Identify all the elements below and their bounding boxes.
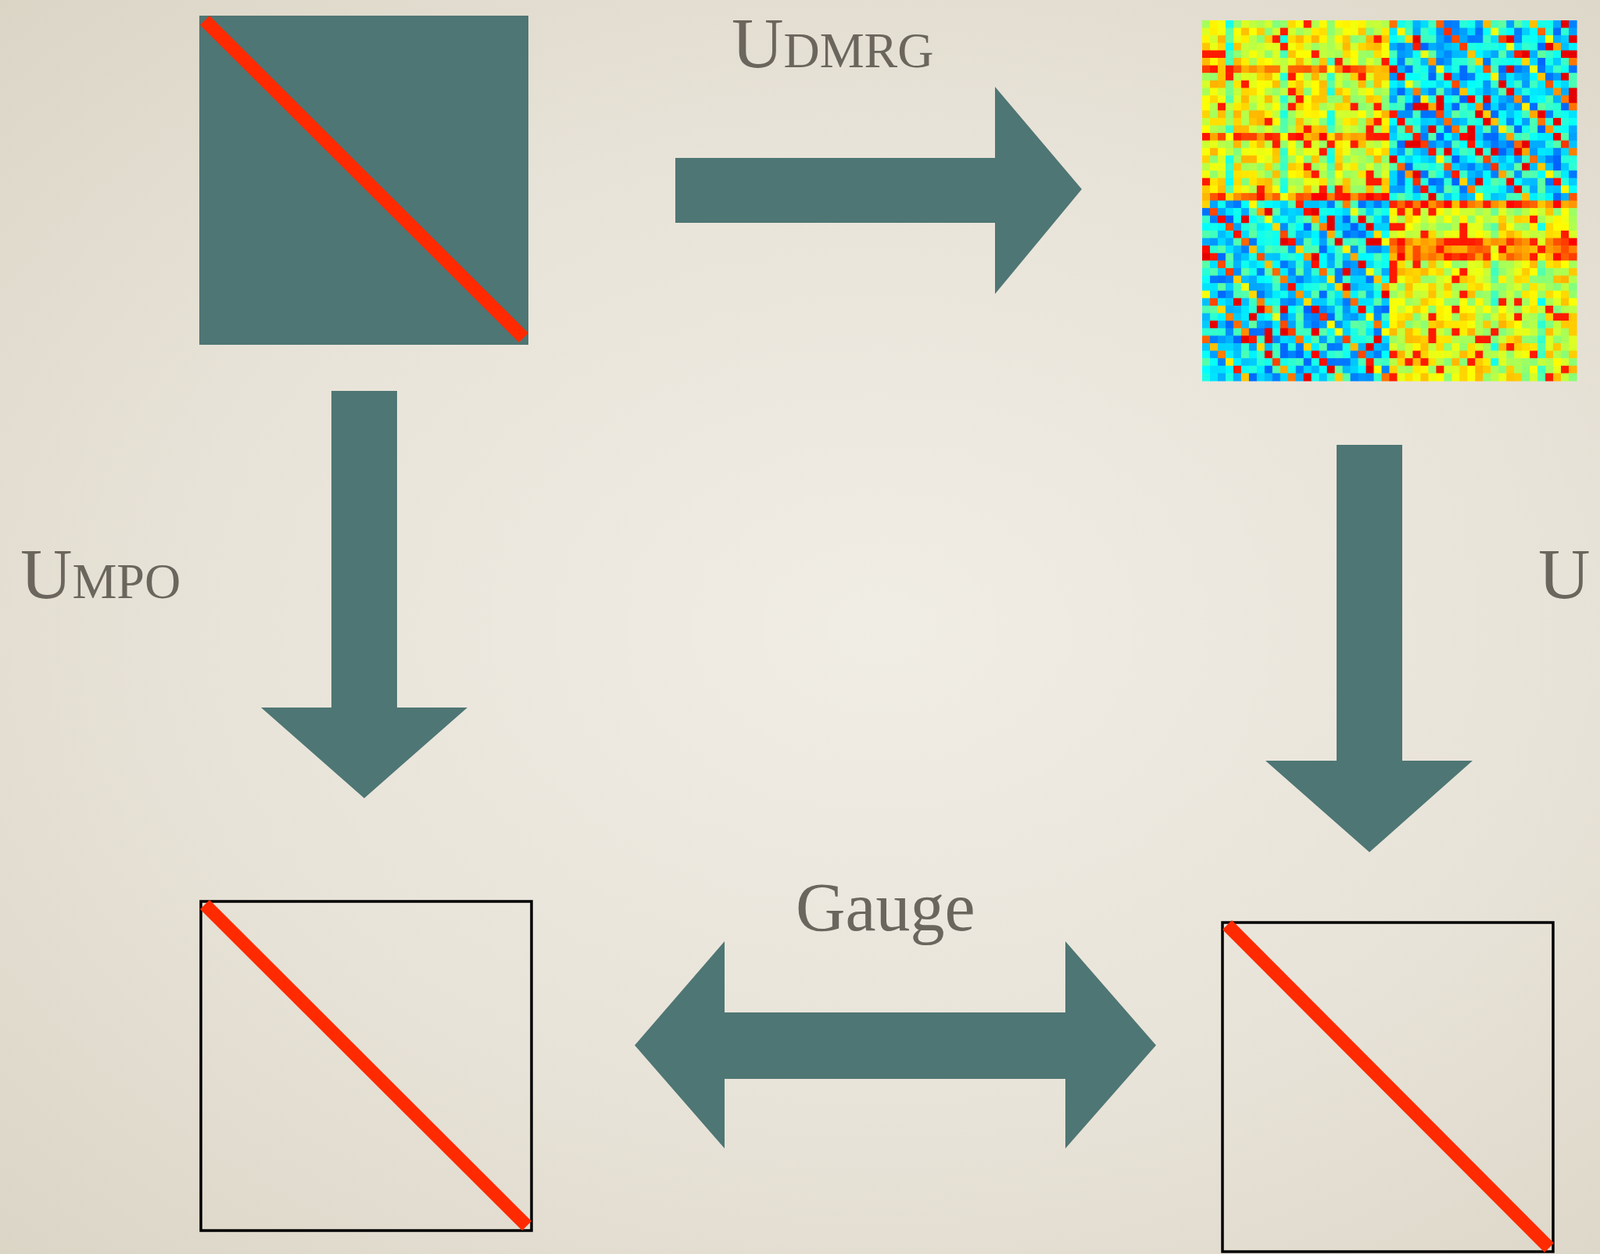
symbol-label: U (1538, 533, 1590, 614)
arrow-label: UMPO (20, 537, 181, 610)
symbol-label: U (20, 533, 72, 614)
diagonal (1227, 924, 1550, 1248)
symbol-label: U (731, 3, 784, 83)
double-arrow (634, 941, 1157, 1149)
arrow (261, 390, 468, 799)
subscript-label: DMRG (783, 22, 934, 79)
arrow (1265, 444, 1473, 852)
diagonal (204, 20, 524, 338)
diagonal-matrix (200, 901, 532, 1231)
symbol-label: Gauge (795, 869, 976, 945)
arrow-label: U (1538, 537, 1590, 610)
filled-matrix (199, 15, 529, 345)
diagonal (204, 904, 527, 1226)
heatmap (1202, 20, 1578, 382)
arrow (675, 86, 1082, 294)
diagonal-matrix (1222, 922, 1554, 1252)
arrow-label: UDMRG (731, 7, 934, 79)
arrow-label: Gauge (795, 873, 976, 942)
subscript-label: MPO (71, 553, 181, 609)
